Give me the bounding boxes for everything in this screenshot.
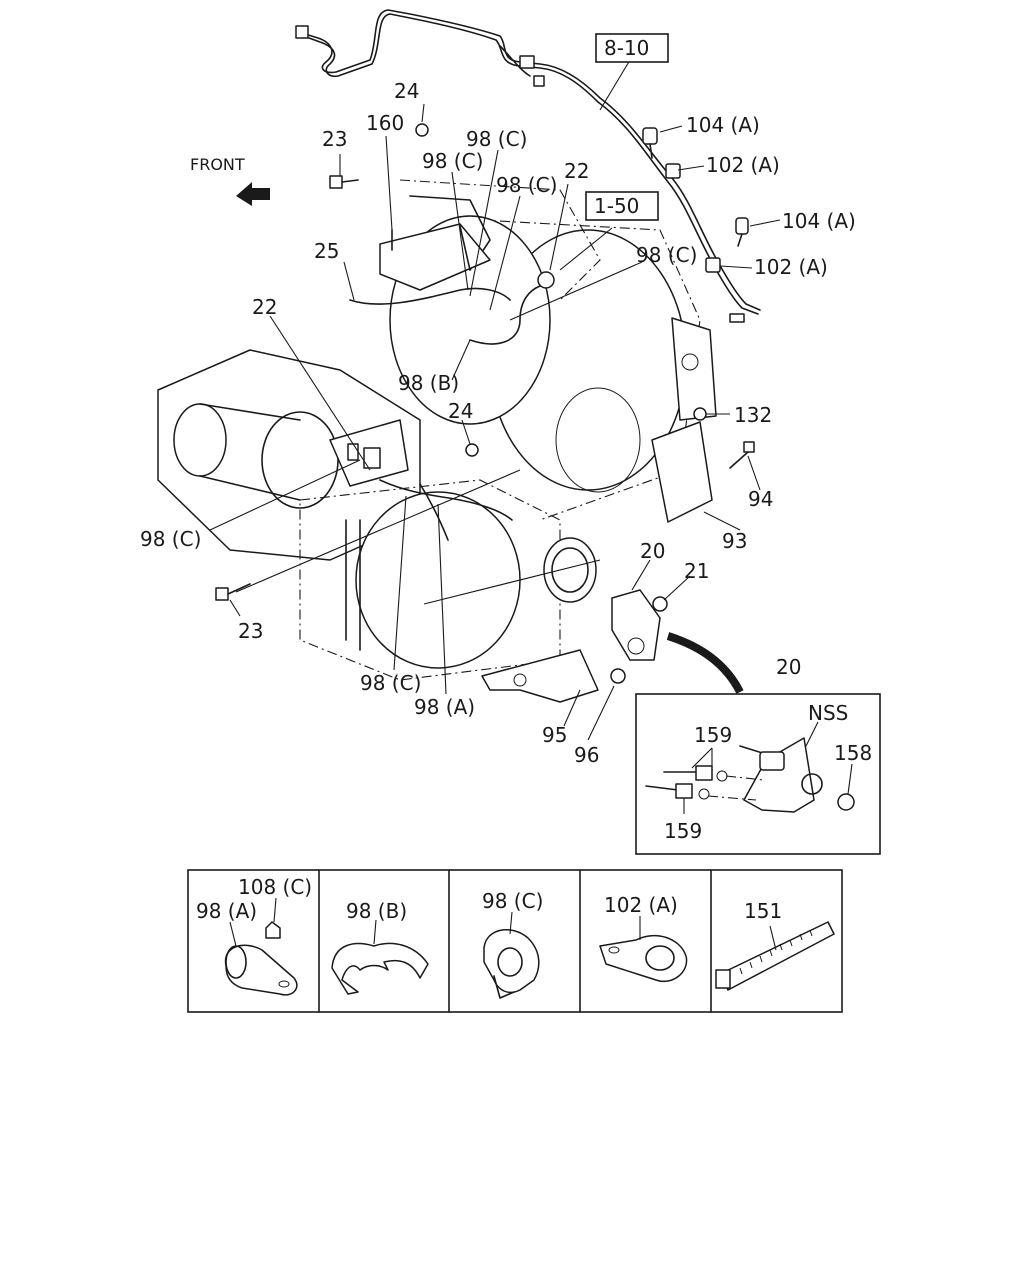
clamp-104a-lower: [735, 217, 749, 247]
callout-160: 160: [366, 111, 404, 135]
bolt-94: [729, 441, 755, 469]
ref-box-8-10: [595, 33, 669, 63]
callout-104a-upper: 104 (A): [686, 113, 760, 137]
callout-23-top: 23: [322, 127, 347, 151]
callout-102a-lower: 102 (A): [754, 255, 828, 279]
callout-104a-lower: 104 (A): [782, 209, 856, 233]
legend-label-98b: 98 (B): [346, 899, 407, 923]
ref-label-8-10: 8-10: [604, 36, 649, 60]
callout-98c-left: 98 (C): [140, 527, 201, 551]
callout-25: 25: [314, 239, 339, 263]
legend-cell-98b: [331, 919, 429, 995]
callout-102a-upper: 102 (A): [706, 153, 780, 177]
sensor-20: [611, 589, 661, 661]
inset-callout-159-bottom: 159: [664, 819, 702, 843]
callout-98c-1: 98 (C): [466, 127, 527, 151]
nut-21: [652, 596, 668, 612]
callout-22-left: 22: [252, 295, 277, 319]
callout-98c-4: 98 (C): [636, 243, 697, 267]
legend-label-102a: 102 (A): [604, 893, 678, 917]
callout-95: 95: [542, 723, 567, 747]
nut-96: [610, 668, 626, 684]
legend-cell-98c: [483, 911, 540, 999]
callout-21: 21: [684, 559, 709, 583]
callout-96: 96: [574, 743, 599, 767]
callout-93: 93: [722, 529, 747, 553]
callout-98c-2: 98 (C): [422, 149, 483, 173]
front-label: FRONT: [190, 155, 245, 174]
legend-cell-102a: [599, 916, 688, 983]
ref-box-1-50: [585, 191, 659, 221]
dpf-assembly: [157, 179, 717, 681]
inset-label-nss: NSS: [808, 701, 848, 725]
legend-cell-151: [715, 921, 835, 991]
callout-98c-bottom: 98 (C): [360, 671, 421, 695]
callout-23-bottom: 23: [238, 619, 263, 643]
legend-label-98a: 98 (A): [196, 899, 257, 923]
ref-label-1-50: 1-50: [594, 194, 639, 218]
inset-callout-159-top: 159: [694, 723, 732, 747]
legend-label-108c: 108 (C): [238, 875, 312, 899]
callout-24-mid: 24: [448, 399, 473, 423]
nut-132: [693, 407, 707, 421]
bracket-93: [651, 421, 713, 523]
nut-24-top: [415, 123, 429, 137]
legend-label-98c: 98 (C): [482, 889, 543, 913]
clamp-104a-upper: [642, 127, 658, 159]
wiring-harness: [295, 9, 761, 323]
leader-lines: [209, 59, 781, 741]
front-arrow: [236, 182, 270, 206]
callout-98a: 98 (A): [414, 695, 475, 719]
inset-detail-20: [635, 693, 881, 855]
inset-callout-158: 158: [834, 741, 872, 765]
legend-cell-98a: [224, 897, 298, 996]
nut-24-mid: [465, 443, 479, 457]
callout-94: 94: [748, 487, 773, 511]
callout-24-top: 24: [394, 79, 419, 103]
callout-20-inset: 20: [776, 655, 801, 679]
callout-132: 132: [734, 403, 772, 427]
clamp-102a-lower: [705, 257, 721, 273]
bolt-23-bottom: [215, 583, 251, 601]
inset-arrow: [666, 632, 744, 694]
callout-20: 20: [640, 539, 665, 563]
bracket-95: [481, 649, 599, 703]
clamp-102a-upper: [665, 163, 681, 179]
bolt-23-top: [329, 175, 359, 189]
callout-22-top: 22: [564, 159, 589, 183]
sensor-hoses: [349, 271, 555, 541]
callout-98c-3: 98 (C): [496, 173, 557, 197]
callout-98b: 98 (B): [398, 371, 459, 395]
legend-label-151: 151: [744, 899, 782, 923]
